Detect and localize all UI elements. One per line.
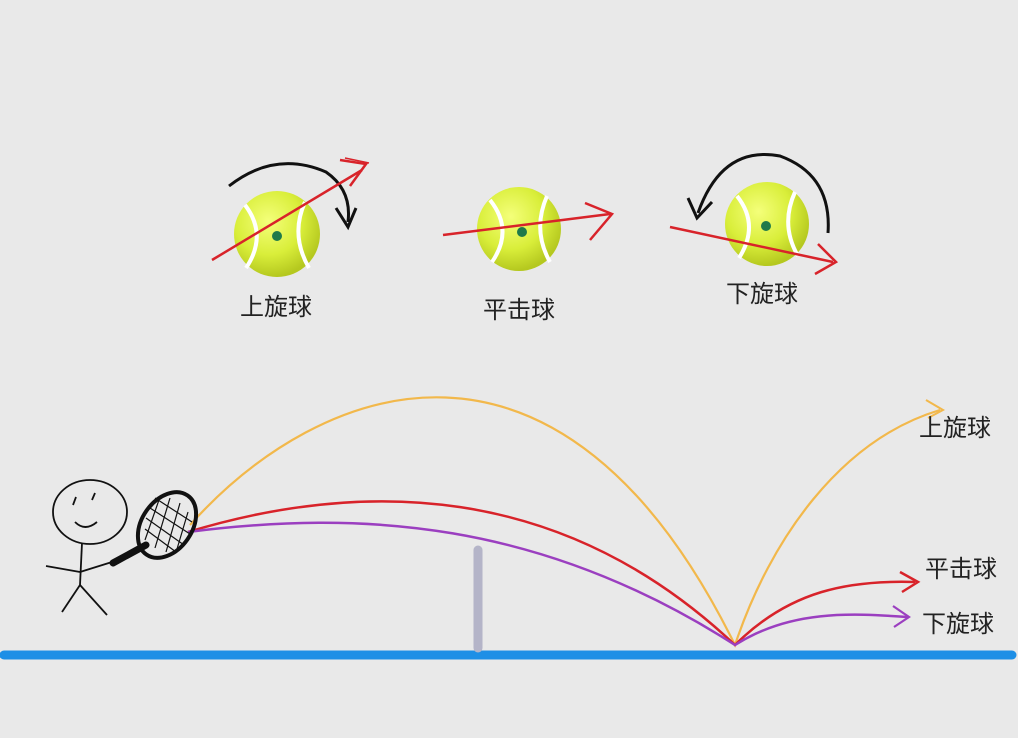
upward-direction-arrow-icon xyxy=(211,168,363,262)
backspin-trajectory-path xyxy=(187,521,908,647)
flat-ball-illustration: 平击球 xyxy=(442,187,615,324)
backspin-label: 下旋球 xyxy=(726,280,798,308)
ball-center-dot xyxy=(517,227,527,237)
topspin-label: 上旋球 xyxy=(240,293,312,321)
straight-direction-arrow-icon xyxy=(442,212,611,237)
counterclockwise-spin-arrow-icon xyxy=(696,153,830,234)
flat-trajectory-label: 平击球 xyxy=(925,555,997,583)
ball-seam xyxy=(538,195,552,263)
ball-seam xyxy=(243,203,259,270)
flat-trajectory-path xyxy=(187,500,916,647)
downward-direction-arrow-icon xyxy=(669,225,834,264)
ball-center-dot xyxy=(272,231,282,241)
tennis-racket-icon xyxy=(109,490,199,567)
topspin-ball-illustration: 上旋球 xyxy=(211,157,370,321)
flat-label: 平击球 xyxy=(483,296,555,324)
topspin-trajectory-label: 上旋球 xyxy=(919,414,991,442)
ball-center-dot xyxy=(761,221,771,231)
player-head xyxy=(52,479,128,545)
ball-seam xyxy=(296,201,311,269)
backspin-trajectory-label: 下旋球 xyxy=(922,610,994,638)
ball-seam xyxy=(488,198,505,264)
topspin-trajectory-path xyxy=(189,396,941,648)
backspin-ball-illustration: 下旋球 xyxy=(669,153,839,308)
clockwise-spin-arrow-icon xyxy=(228,162,351,223)
ball-seam xyxy=(786,191,800,258)
player-body xyxy=(79,542,83,586)
player-stick-figure-icon xyxy=(45,479,128,616)
ball-seam xyxy=(735,194,751,260)
